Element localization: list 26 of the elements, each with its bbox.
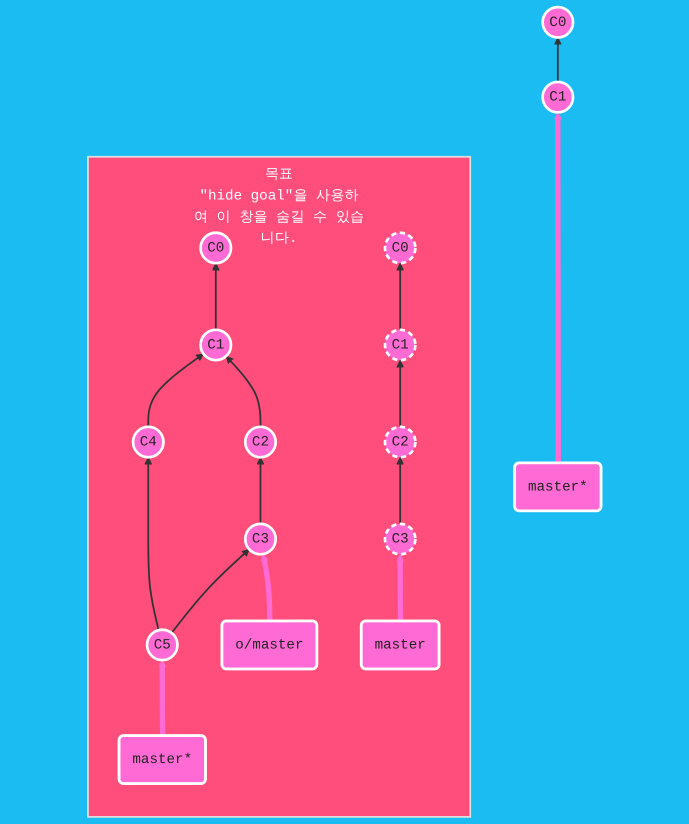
node-circle: C0 — [199, 231, 232, 264]
arrow — [396, 554, 404, 622]
arrow — [147, 354, 204, 427]
arrow — [396, 360, 404, 427]
arrow — [144, 456, 160, 630]
node-circle: C5 — [146, 628, 179, 662]
arrow — [158, 660, 166, 736]
arrow — [554, 37, 562, 82]
arrow — [256, 456, 264, 524]
arrow — [554, 112, 562, 464]
node-circle: C1 — [541, 80, 574, 114]
node-circle: C2 — [384, 426, 417, 459]
arrow — [212, 262, 220, 330]
node-circle: C3 — [384, 522, 417, 556]
node-circle: C2 — [244, 426, 277, 459]
node-circle: C1 — [199, 328, 232, 362]
arrow — [226, 356, 262, 427]
node-circle: C1 — [384, 328, 417, 362]
arrow — [396, 262, 404, 330]
arrow — [170, 548, 250, 634]
node-circle: C0 — [541, 6, 574, 39]
node-circle: C0 — [384, 231, 417, 264]
arrow — [260, 554, 272, 622]
node-circle: C3 — [244, 522, 277, 556]
node-circle: C4 — [132, 426, 165, 459]
arrow — [396, 456, 404, 524]
